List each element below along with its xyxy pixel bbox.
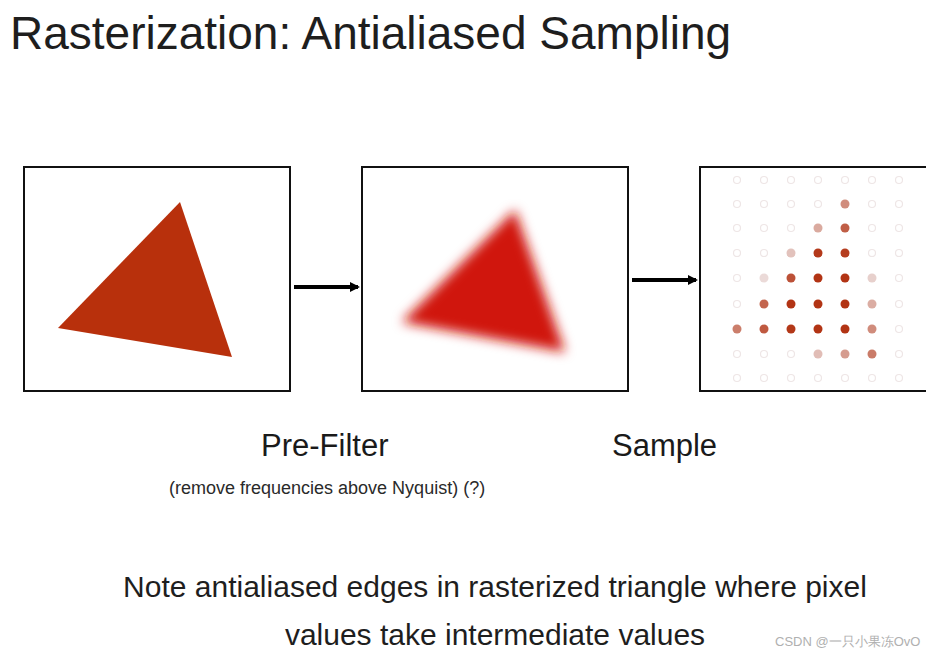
step-note: (remove frequencies above Nyquist) (?) [169, 478, 485, 499]
sample-dot [896, 351, 903, 358]
sample-dot [869, 250, 876, 257]
sample-dot [734, 177, 741, 184]
sample-dot [896, 301, 903, 308]
watermark: CSDN @一只小果冻OvO [775, 633, 920, 651]
step-label: Pre-Filter [261, 428, 388, 464]
sample-panel [700, 167, 926, 391]
sample-dots [733, 177, 903, 382]
sample-dot [868, 300, 877, 309]
sample-dot [814, 224, 823, 233]
sample-dot [841, 274, 850, 283]
sample-dot [868, 274, 877, 283]
sample-dot [787, 249, 796, 258]
sample-dot [815, 177, 822, 184]
sample-dot [841, 300, 850, 309]
sample-dot [734, 375, 741, 382]
sample-dot [841, 350, 850, 359]
slide-title: Rasterization: Antialiased Sampling [10, 6, 731, 60]
sample-dot [787, 274, 796, 283]
sample-dot [734, 225, 741, 232]
sample-dot [734, 275, 741, 282]
sample-dot [760, 325, 769, 334]
sample-dot [761, 351, 768, 358]
sample-dot [896, 250, 903, 257]
sample-dot [896, 225, 903, 232]
sample-dot [868, 325, 877, 334]
sample-dot [868, 350, 877, 359]
sample-dot [896, 201, 903, 208]
sample-dot [869, 177, 876, 184]
sharp-triangle [58, 202, 232, 357]
sample-dot [841, 200, 850, 209]
sample-dot [761, 250, 768, 257]
sample-dot [761, 225, 768, 232]
sample-dot [869, 225, 876, 232]
sample-dot [788, 351, 795, 358]
sample-dot [815, 375, 822, 382]
sample-dot [814, 249, 823, 258]
source-panel [24, 167, 290, 391]
sample-dot [734, 250, 741, 257]
arrow [632, 278, 696, 282]
sample-dot [814, 325, 823, 334]
sample-dot [733, 325, 742, 334]
sample-dot [896, 375, 903, 382]
sample-dot [761, 201, 768, 208]
sample-dot [841, 224, 850, 233]
blurred-triangle [402, 210, 565, 352]
sample-dot [788, 375, 795, 382]
sample-dot [814, 350, 823, 359]
sample-dot [869, 201, 876, 208]
filtered-panel [362, 167, 628, 391]
sample-dot [734, 351, 741, 358]
sample-dot [869, 375, 876, 382]
sample-dot [842, 375, 849, 382]
sample-dot [842, 177, 849, 184]
sample-dot [896, 326, 903, 333]
sample-dot [761, 375, 768, 382]
sample-dot [841, 325, 850, 334]
sample-dot [734, 301, 741, 308]
sample-dot [761, 177, 768, 184]
sample-dot [787, 325, 796, 334]
sample-dot [841, 249, 850, 258]
arrow [294, 285, 358, 289]
sample-dot [815, 201, 822, 208]
sample-dot [896, 177, 903, 184]
sample-dot [814, 274, 823, 283]
sample-dot [788, 201, 795, 208]
sample-dot [788, 177, 795, 184]
sample-dot [814, 300, 823, 309]
sample-dot [787, 300, 796, 309]
sample-dot [896, 275, 903, 282]
sample-dot [760, 300, 769, 309]
step-label: Sample [612, 428, 717, 464]
sample-dot [760, 274, 769, 283]
sample-dot [734, 201, 741, 208]
sample-dot [788, 225, 795, 232]
